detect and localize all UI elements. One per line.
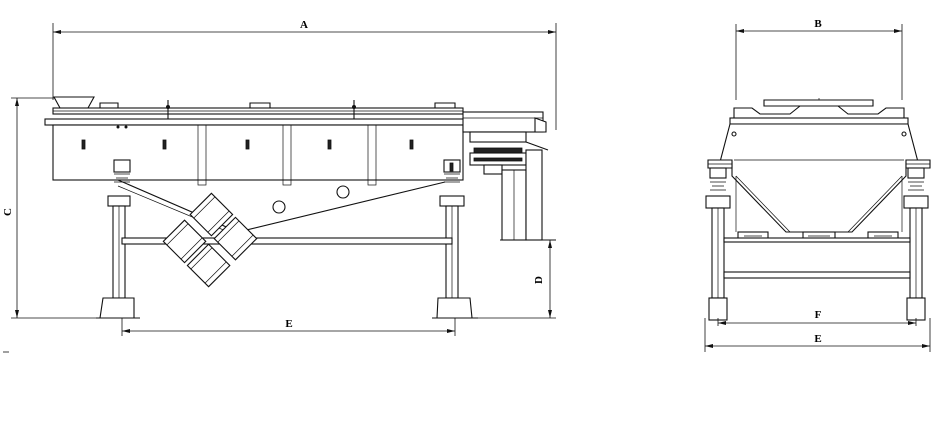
front-view: B — [704, 18, 931, 352]
dimension-e-side-label: E — [285, 318, 292, 330]
side-view: A C D E — [2, 19, 557, 353]
support-leg-right — [432, 159, 478, 319]
dimension-a-label: A — [300, 19, 308, 31]
front-support-leg-right — [903, 167, 929, 321]
dimension-f-label: F — [815, 309, 822, 321]
dimension-d-label: D — [533, 276, 545, 284]
dimension-c-label: C — [2, 208, 14, 216]
dimension-e-front-label: E — [814, 333, 821, 345]
dimension-f: F — [717, 309, 917, 326]
dimension-e-side: E — [121, 318, 456, 336]
dimension-d: D — [470, 239, 556, 319]
dimension-c: C — [2, 97, 120, 353]
front-side-brackets — [707, 159, 931, 169]
vibration-motors — [162, 192, 258, 288]
base-crossbar — [121, 237, 453, 245]
screen-box — [44, 118, 466, 237]
dimension-b: B — [735, 18, 903, 100]
support-leg-left — [96, 159, 140, 319]
front-body — [719, 123, 919, 241]
clamp-fasteners — [81, 139, 414, 150]
front-top-cover — [729, 99, 909, 125]
discharge-outlet — [462, 111, 556, 241]
dimension-a: A — [52, 19, 557, 130]
front-support-leg-left — [705, 167, 731, 321]
dimension-e-front: E — [704, 318, 931, 352]
dimension-b-label: B — [814, 18, 822, 30]
front-crossbars — [723, 237, 911, 279]
